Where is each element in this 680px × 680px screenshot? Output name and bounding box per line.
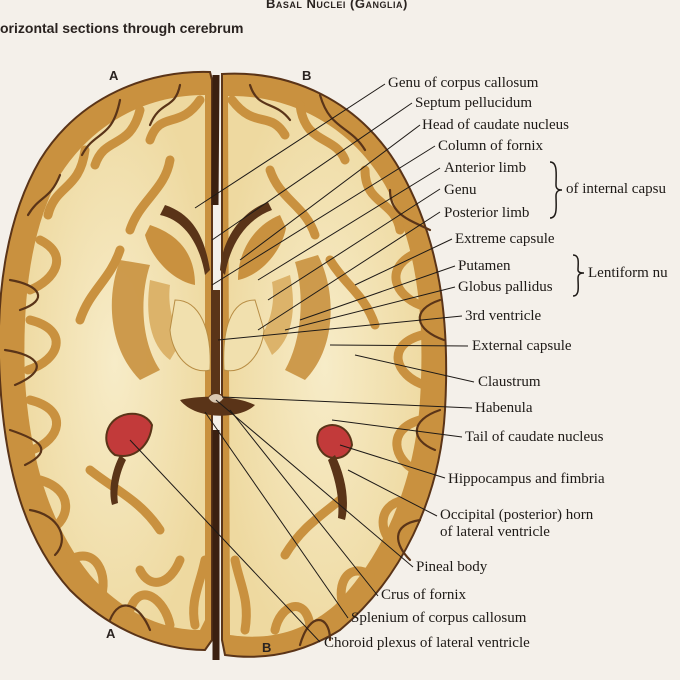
putamen-left	[111, 260, 160, 380]
splenium	[180, 396, 255, 416]
group-internal-capsule: of internal capsu	[566, 181, 666, 197]
page-header: Basal Nuclei (Ganglia)	[0, 0, 680, 14]
page-title: Basal Nuclei (Ganglia)	[266, 0, 408, 11]
label-column-fornix: Column of fornix	[438, 138, 543, 154]
label-crus-fornix: Crus of fornix	[381, 587, 466, 603]
label-putamen: Putamen	[458, 258, 511, 274]
label-occipital-horn-2: of lateral ventricle	[440, 524, 550, 540]
occipital-horn-right	[328, 455, 347, 520]
label-external-capsule: External capsule	[472, 338, 572, 354]
caudate-head-right	[238, 215, 286, 280]
sulci	[3, 83, 446, 647]
third-ventricle	[212, 290, 220, 400]
label-splenium: Splenium of corpus callosum	[351, 610, 527, 626]
leader-lines	[129, 83, 475, 643]
lentiform-brace	[572, 254, 585, 297]
pineal-body	[207, 393, 225, 404]
label-claustrum: Claustrum	[478, 374, 541, 390]
label-head-caudate: Head of caudate nucleus	[422, 117, 570, 133]
label-habenula: Habenula	[475, 400, 533, 416]
occipital-horn-left	[110, 455, 126, 505]
anterior-horn-left	[160, 205, 210, 275]
label-tail-caudate: Tail of caudate nucleus	[465, 429, 604, 445]
label-genu-corpus-callosum: Genu of corpus callosum	[388, 75, 539, 91]
left-white-matter	[24, 95, 205, 630]
label-extreme-capsule: Extreme capsule	[455, 231, 555, 247]
label-anterior-limb: Anterior limb	[444, 160, 527, 176]
section-a-bottom: A	[106, 626, 116, 641]
label-hippocampus-fimbria: Hippocampus and fimbria	[448, 471, 605, 487]
thalamus-right	[223, 299, 265, 372]
label-septum-pellucidum: Septum pellucidum	[415, 95, 533, 111]
left-gyri	[23, 95, 210, 630]
section-a-top: A	[109, 68, 119, 83]
thalamus-left	[169, 299, 211, 372]
section-b-top: B	[302, 68, 312, 83]
label-posterior-limb: Posterior limb	[444, 205, 530, 221]
label-choroid-plexus: Choroid plexus of lateral ventricle	[324, 635, 530, 651]
label-third-ventricle: 3rd ventricle	[465, 308, 542, 324]
choroid-plexus-right	[316, 424, 354, 460]
section-b-bottom: B	[262, 640, 272, 655]
choroid-plexus-left	[105, 412, 154, 457]
label-globus-pallidus: Globus pallidus	[458, 279, 553, 295]
internal-capsule-brace	[549, 161, 563, 219]
label-genu: Genu	[444, 182, 477, 198]
group-lentiform-nucleus: Lentiform nu	[588, 265, 668, 281]
label-occipital-horn: Occipital (posterior) horn	[440, 507, 594, 523]
figure-subtitle: orizontal sections through cerebrum	[0, 20, 244, 36]
caudate-head-left	[145, 225, 195, 285]
label-pineal-body: Pineal body	[416, 559, 488, 575]
longitudinal-fissure	[211, 74, 220, 660]
